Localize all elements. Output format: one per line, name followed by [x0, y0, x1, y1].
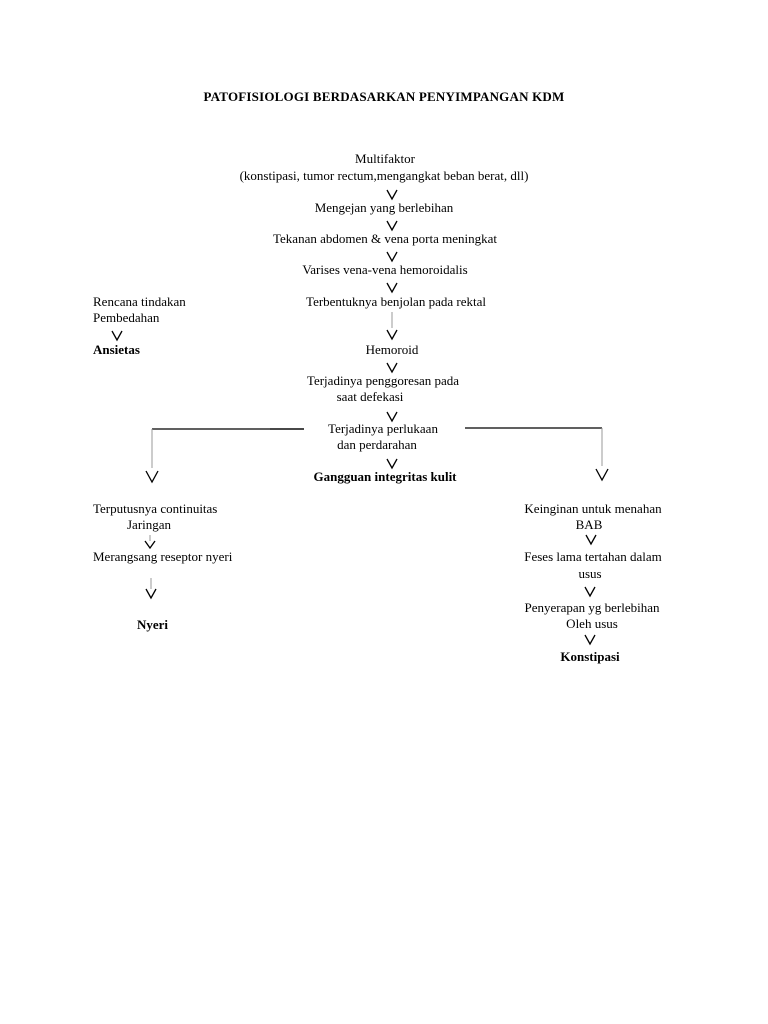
node-varises: Varises vena-vena hemoroidalis: [302, 262, 468, 277]
arrow-to-left-branch: [145, 470, 159, 484]
arrow-to-penggoresan: [386, 362, 398, 374]
node-merangsang: Merangsang reseptor nyeri: [93, 549, 233, 564]
node-tekanan: Tekanan abdomen & vena porta meningkat: [273, 231, 497, 246]
arrow-to-merangsang: [144, 540, 156, 550]
node-hemoroid: Hemoroid: [365, 342, 419, 357]
node-benjolan: Terbentuknya benjolan pada rektal: [306, 294, 486, 309]
arrow-to-gangguan: [386, 458, 398, 470]
node-ansietas: Ansietas: [93, 342, 140, 357]
node-gangguan: Gangguan integritas kulit: [313, 469, 457, 484]
page-title: PATOFISIOLOGI BERDASARKAN PENYIMPANGAN K…: [203, 89, 565, 104]
node-keinginan-line2: BAB: [575, 517, 603, 532]
node-penggoresan-line1: Terjadinya penggoresan pada: [306, 373, 460, 388]
node-terputus-line1: Terputusnya continuitas: [93, 501, 218, 516]
arrow-to-mengejan: [386, 189, 398, 201]
node-nyeri: Nyeri: [137, 617, 169, 632]
node-mengejan: Mengejan yang berlebihan: [314, 200, 454, 215]
arrow-to-benjolan: [386, 282, 398, 294]
node-multifaktor-detail: (konstipasi, tumor rectum,mengangkat beb…: [239, 168, 529, 183]
node-terputus-line2: Jaringan: [127, 517, 172, 532]
arrow-to-varises: [386, 251, 398, 263]
arrow-to-perlukaan: [386, 411, 398, 423]
node-penyerapan-line2: Oleh usus: [566, 616, 618, 631]
arrow-to-ansietas: [111, 330, 123, 342]
arrow-to-konstipasi: [584, 634, 596, 646]
arrow-to-feses: [585, 534, 597, 546]
arrow-to-right-branch: [595, 468, 609, 482]
node-feses-line2: usus: [578, 566, 602, 581]
node-keinginan-line1: Keinginan untuk menahan: [524, 501, 662, 516]
arrow-to-nyeri: [145, 588, 157, 600]
node-rencana-line2: Pembedahan: [93, 310, 160, 325]
node-rencana-line1: Rencana tindakan: [93, 294, 186, 309]
node-konstipasi: Konstipasi: [560, 649, 620, 664]
arrow-to-hemoroid: [386, 329, 398, 341]
node-perlukaan-line1: Terjadinya perlukaan: [328, 421, 438, 436]
node-penggoresan-line2: saat defekasi: [336, 389, 404, 404]
arrow-to-tekanan: [386, 220, 398, 232]
node-perlukaan-line2: dan perdarahan: [337, 437, 417, 452]
arrow-to-penyerapan: [584, 586, 596, 598]
node-feses-line1: Feses lama tertahan dalam: [524, 549, 662, 564]
node-multifaktor: Multifaktor: [355, 151, 415, 166]
node-penyerapan-line1: Penyerapan yg berlebihan: [524, 600, 660, 615]
